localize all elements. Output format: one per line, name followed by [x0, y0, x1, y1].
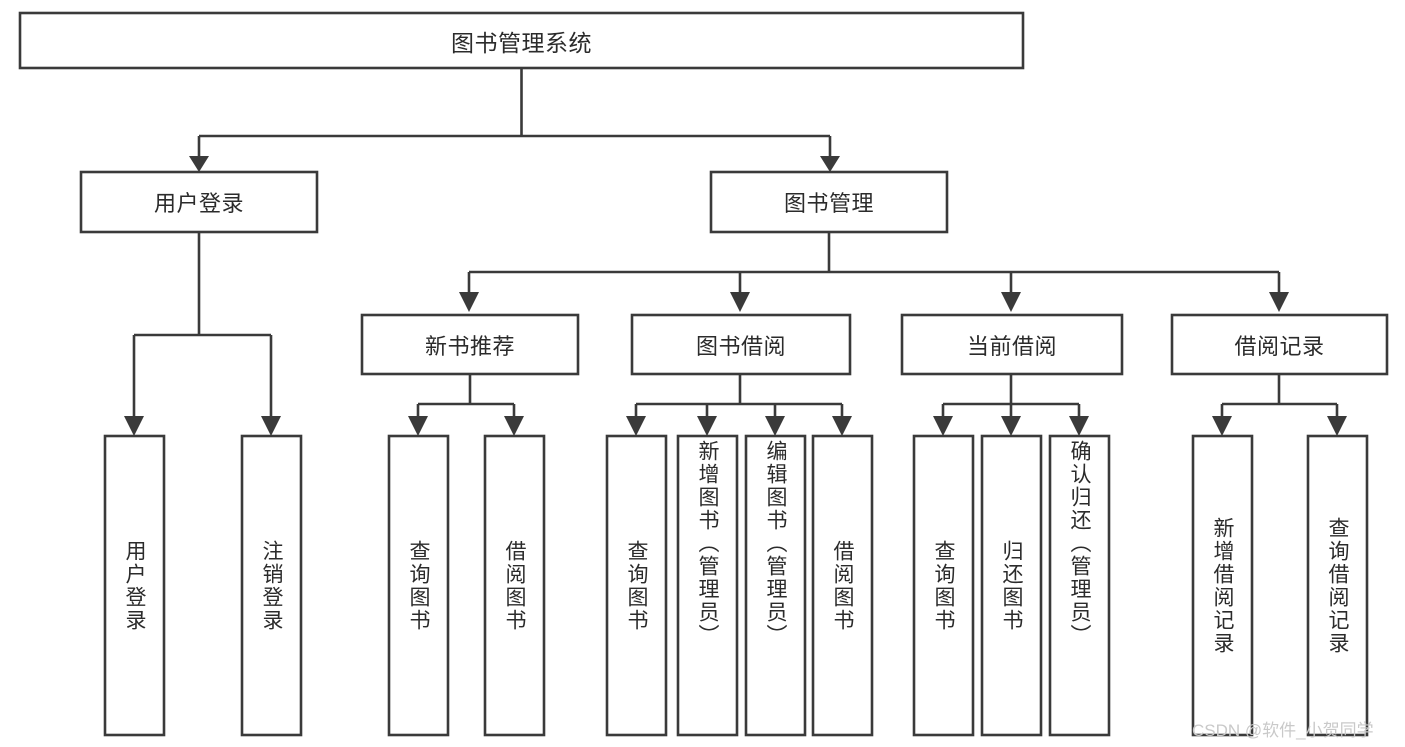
- leaf-box-add-book[interactable]: [676, 434, 739, 737]
- arrow-to-borrow-record: [1269, 292, 1289, 312]
- node-box-root[interactable]: [18, 11, 1025, 70]
- leaf-box-logout[interactable]: [240, 434, 303, 737]
- arrow-to-book-manage: [820, 156, 840, 172]
- leaf-box-borrow-book-2[interactable]: [811, 434, 874, 737]
- arrow-to-leaf-edit-book: [765, 416, 785, 436]
- leaf-box-return-book[interactable]: [980, 434, 1043, 737]
- arrow-to-leaf-add-record: [1212, 416, 1232, 436]
- leaf-box-borrow-book-1[interactable]: [483, 434, 546, 737]
- node-box-user-login[interactable]: [79, 170, 319, 234]
- arrow-to-user-login: [189, 156, 209, 172]
- leaf-box-add-record[interactable]: [1191, 434, 1254, 737]
- arrow-to-leaf-add-book: [697, 416, 717, 436]
- arrow-to-leaf-return-book: [1001, 416, 1021, 436]
- leaf-box-edit-book[interactable]: [744, 434, 807, 737]
- leaf-box-query-book-2[interactable]: [605, 434, 668, 737]
- leaf-box-query-book-1[interactable]: [387, 434, 450, 737]
- connector-book-borrow-to-leaves: [634, 374, 844, 418]
- arrow-to-leaf-query-book-2: [626, 416, 646, 436]
- node-box-borrow-record[interactable]: [1170, 313, 1389, 376]
- leaf-box-query-book-3[interactable]: [912, 434, 975, 737]
- leaf-box-query-record[interactable]: [1306, 434, 1369, 737]
- arrow-to-leaf-query-record: [1327, 416, 1347, 436]
- arrow-to-new-book-recommend: [459, 292, 479, 312]
- arrow-to-book-borrow: [730, 292, 750, 312]
- leaf-box-confirm-return[interactable]: [1048, 434, 1111, 737]
- node-box-current-borrow[interactable]: [900, 313, 1124, 376]
- connector-borrow-record-to-leaves: [1220, 374, 1339, 418]
- node-box-book-manage[interactable]: [709, 170, 949, 234]
- connector-user-login-to-leaves: [132, 232, 273, 418]
- arrow-to-leaf-borrow-book-2: [832, 416, 852, 436]
- arrow-to-leaf-confirm-return: [1069, 416, 1089, 436]
- arrow-to-current-borrow: [1001, 292, 1021, 312]
- connector-new-book-recommend-to-leaves: [416, 374, 516, 418]
- arrow-to-leaf-borrow-book-1: [504, 416, 524, 436]
- node-box-book-borrow[interactable]: [630, 313, 852, 376]
- leaf-box-user-login[interactable]: [103, 434, 166, 737]
- arrow-to-leaf-query-book-1: [408, 416, 428, 436]
- arrow-to-leaf-user-login: [124, 416, 144, 436]
- arrow-to-leaf-query-book-3: [933, 416, 953, 436]
- connector-current-borrow-to-leaves: [941, 374, 1081, 418]
- arrow-to-leaf-logout: [261, 416, 281, 436]
- connector-book-manage-to-level3: [467, 232, 1281, 292]
- connector-root-to-level2: [197, 68, 832, 156]
- node-box-new-book-recommend[interactable]: [360, 313, 580, 376]
